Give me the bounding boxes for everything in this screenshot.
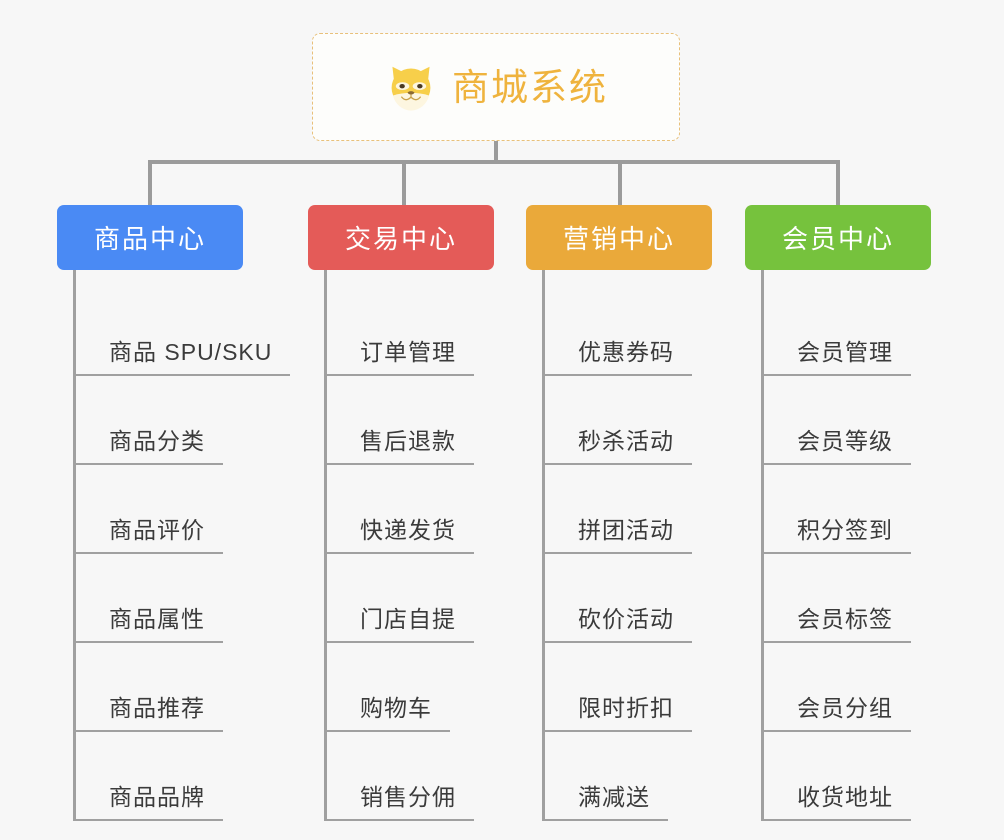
category-box-2[interactable]: 交易中心 — [308, 205, 494, 270]
sub-item-label: 门店自提 — [326, 600, 474, 643]
connector-drop-3 — [618, 160, 622, 208]
category-label-2: 交易中心 — [344, 224, 457, 254]
list-item[interactable]: 商品 SPU/SKU — [75, 287, 307, 376]
list-item[interactable]: 满减送 — [544, 732, 736, 821]
sub-item-label: 商品属性 — [75, 600, 223, 643]
list-item[interactable]: 售后退款 — [326, 376, 518, 465]
sub-item-list-3: 优惠券码 秒杀活动 拼团活动 砍价活动 限时折扣 满减送 — [542, 270, 736, 821]
branch-column-4: 会员中心 会员管理 会员等级 积分签到 会员标签 会员分组 收货地址 — [745, 205, 955, 821]
branch-column-1: 商品中心 商品 SPU/SKU 商品分类 商品评价 商品属性 商品推荐 商品品牌 — [57, 205, 307, 821]
root-node[interactable]: 商城系统 — [312, 33, 680, 141]
sub-item-label: 购物车 — [326, 689, 450, 732]
sub-item-label: 会员管理 — [763, 333, 911, 376]
shiba-dog-icon — [391, 66, 431, 111]
sub-item-label: 会员标签 — [763, 600, 911, 643]
list-item[interactable]: 商品品牌 — [75, 732, 307, 821]
sub-item-label: 商品评价 — [75, 511, 223, 554]
sub-item-label: 售后退款 — [326, 422, 474, 465]
list-item[interactable]: 商品推荐 — [75, 643, 307, 732]
sub-item-label: 积分签到 — [763, 511, 911, 554]
sub-item-label: 秒杀活动 — [544, 422, 692, 465]
list-item[interactable]: 商品分类 — [75, 376, 307, 465]
list-item[interactable]: 会员等级 — [763, 376, 955, 465]
list-item[interactable]: 会员标签 — [763, 554, 955, 643]
connector-drop-4 — [836, 160, 840, 208]
sub-item-label: 拼团活动 — [544, 511, 692, 554]
list-item[interactable]: 会员管理 — [763, 287, 955, 376]
list-item[interactable]: 收货地址 — [763, 732, 955, 821]
sub-item-label: 会员等级 — [763, 422, 911, 465]
connector-root-stem — [494, 141, 498, 164]
sub-item-label: 优惠券码 — [544, 333, 692, 376]
sub-item-label: 会员分组 — [763, 689, 911, 732]
list-item[interactable]: 会员分组 — [763, 643, 955, 732]
sub-item-label: 收货地址 — [763, 778, 911, 821]
category-box-3[interactable]: 营销中心 — [526, 205, 712, 270]
sub-item-label: 快递发货 — [326, 511, 474, 554]
branch-column-2: 交易中心 订单管理 售后退款 快递发货 门店自提 购物车 销售分佣 — [308, 205, 518, 821]
branch-column-3: 营销中心 优惠券码 秒杀活动 拼团活动 砍价活动 限时折扣 满减送 — [526, 205, 736, 821]
sub-item-label: 商品品牌 — [75, 778, 223, 821]
list-item[interactable]: 销售分佣 — [326, 732, 518, 821]
category-label-4: 会员中心 — [781, 224, 894, 254]
list-item[interactable]: 商品评价 — [75, 465, 307, 554]
connector-drop-1 — [148, 160, 152, 208]
list-item[interactable]: 订单管理 — [326, 287, 518, 376]
list-item[interactable]: 秒杀活动 — [544, 376, 736, 465]
sub-item-label: 商品分类 — [75, 422, 223, 465]
sub-item-list-1: 商品 SPU/SKU 商品分类 商品评价 商品属性 商品推荐 商品品牌 — [73, 270, 307, 821]
list-item[interactable]: 门店自提 — [326, 554, 518, 643]
list-item[interactable]: 限时折扣 — [544, 643, 736, 732]
list-item[interactable]: 购物车 — [326, 643, 518, 732]
category-label-1: 商品中心 — [93, 224, 206, 254]
sub-item-label: 商品 SPU/SKU — [75, 333, 291, 376]
sub-item-list-2: 订单管理 售后退款 快递发货 门店自提 购物车 销售分佣 — [324, 270, 518, 821]
list-item[interactable]: 砍价活动 — [544, 554, 736, 643]
list-item[interactable]: 商品属性 — [75, 554, 307, 643]
category-label-3: 营销中心 — [562, 224, 675, 254]
category-box-4[interactable]: 会员中心 — [745, 205, 931, 270]
category-box-1[interactable]: 商品中心 — [57, 205, 243, 270]
list-item[interactable]: 拼团活动 — [544, 465, 736, 554]
list-item[interactable]: 优惠券码 — [544, 287, 736, 376]
sub-item-label: 销售分佣 — [326, 778, 474, 821]
list-item[interactable]: 快递发货 — [326, 465, 518, 554]
sub-item-list-4: 会员管理 会员等级 积分签到 会员标签 会员分组 收货地址 — [761, 270, 955, 821]
sub-item-label: 订单管理 — [326, 333, 474, 376]
list-item[interactable]: 积分签到 — [763, 465, 955, 554]
connector-horizontal-bus — [148, 160, 840, 164]
sub-item-label: 限时折扣 — [544, 689, 692, 732]
sub-item-label: 商品推荐 — [75, 689, 223, 732]
root-title: 商城系统 — [452, 66, 608, 108]
sub-item-label: 砍价活动 — [544, 600, 692, 643]
connector-drop-2 — [402, 160, 406, 208]
sub-item-label: 满减送 — [544, 778, 668, 821]
